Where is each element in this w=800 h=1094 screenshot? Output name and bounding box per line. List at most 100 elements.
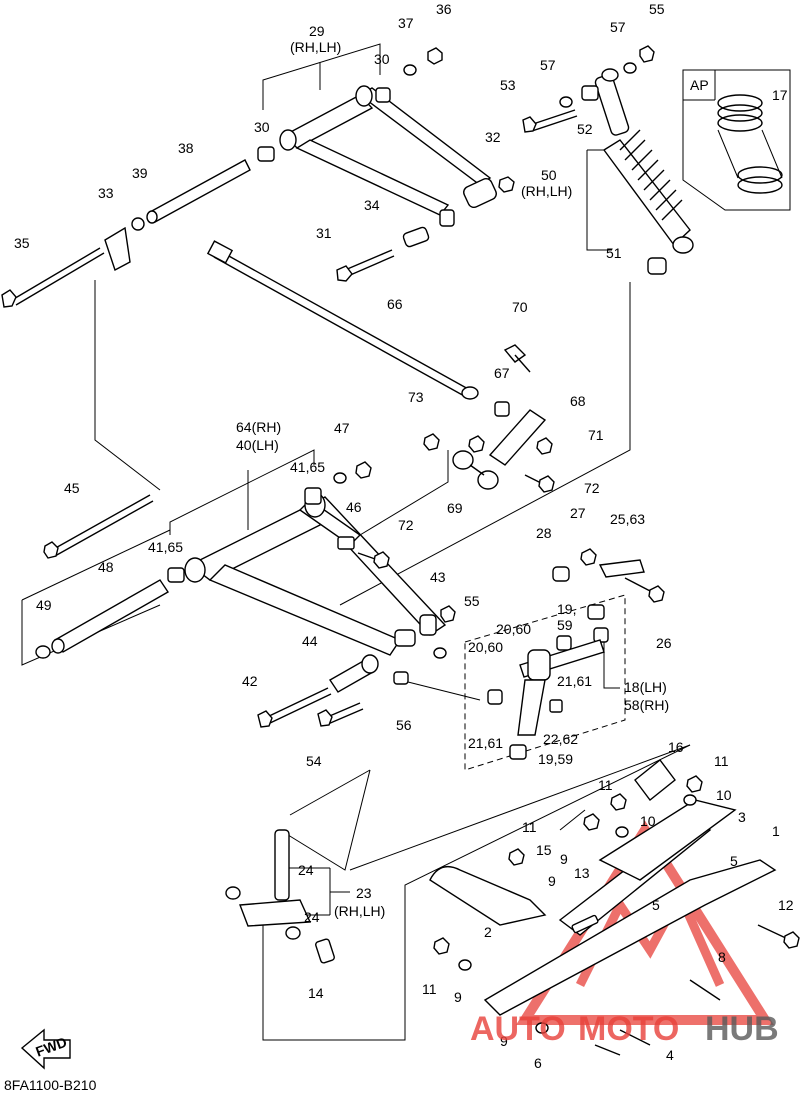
label-2: 2 — [484, 924, 492, 940]
label-49: 49 — [36, 597, 52, 613]
label-11c: 11 — [522, 819, 537, 835]
shock-absorber-50 — [522, 45, 694, 275]
lower-a-arm — [167, 461, 447, 656]
label-46: 46 — [346, 499, 362, 515]
watermark-moto: MOTO — [578, 1010, 679, 1048]
label-27: 27 — [570, 505, 586, 521]
label-64: 64(RH) — [236, 419, 281, 435]
label-67: 67 — [494, 365, 510, 381]
label-14: 14 — [308, 985, 324, 1001]
label-38: 38 — [178, 140, 194, 156]
label-2563: 25,63 — [610, 511, 645, 527]
label-24b: 24 — [304, 909, 320, 925]
shaft-38 — [131, 159, 251, 231]
fwd-arrow-icon — [20, 1028, 71, 1070]
spring-17 — [717, 94, 783, 194]
bolt-35 — [1, 226, 131, 308]
label-50: 50 — [541, 167, 557, 183]
label-69: 69 — [447, 500, 463, 516]
watermark-auto: AUTO — [470, 1010, 566, 1048]
guide-lines — [21, 43, 791, 1041]
label-34: 34 — [364, 197, 380, 213]
label-68: 68 — [570, 393, 586, 409]
label-56: 56 — [396, 717, 412, 733]
label-3: 3 — [738, 809, 746, 825]
label-2161b: 21,61 — [468, 735, 503, 751]
label-11a: 11 — [714, 753, 729, 769]
shaft-48 — [35, 579, 169, 659]
label-23: 23 — [356, 885, 372, 901]
label-18: 18(LH) — [624, 679, 667, 695]
label-2262: 22,62 — [543, 731, 578, 747]
label-10b: 10 — [640, 813, 656, 829]
label-29-sub: (RH,LH) — [290, 39, 341, 55]
label-72a: 72 — [584, 480, 600, 496]
label-50-sub: (RH,LH) — [521, 183, 572, 199]
label-ap: AP — [690, 77, 709, 93]
lower-bolts — [257, 605, 456, 728]
label-52: 52 — [577, 121, 593, 137]
label-58: 58(RH) — [624, 697, 669, 713]
label-70: 70 — [512, 299, 528, 315]
label-35: 35 — [14, 235, 30, 251]
label-9c: 9 — [454, 989, 462, 1005]
label-57b: 57 — [540, 57, 556, 73]
label-55a: 55 — [649, 1, 665, 17]
bolt-45 — [43, 494, 154, 559]
label-8: 8 — [718, 949, 726, 965]
diagram-code: 8FA1100-B210 — [4, 1077, 97, 1093]
label-47: 47 — [334, 420, 350, 436]
label-9a: 9 — [560, 851, 568, 867]
watermark-hub: HUB — [705, 1010, 779, 1048]
label-4165b: 41,65 — [148, 539, 183, 555]
label-66: 66 — [387, 296, 403, 312]
label-5b: 5 — [652, 897, 660, 913]
spindle-bushings — [487, 604, 609, 760]
label-39: 39 — [132, 165, 148, 181]
label-30b: 30 — [254, 119, 270, 135]
label-9d: 9 — [500, 1033, 508, 1049]
watermark-text: AUTO MOTO HUB — [470, 1010, 779, 1048]
label-13: 13 — [574, 865, 590, 881]
label-32: 32 — [485, 129, 501, 145]
label-9b: 9 — [548, 873, 556, 889]
label-4165a: 41,65 — [290, 459, 325, 475]
label-6: 6 — [534, 1055, 542, 1071]
label-5a: 5 — [730, 853, 738, 869]
label-10a: 10 — [716, 787, 732, 803]
label-48: 48 — [98, 559, 114, 575]
label-44: 44 — [302, 633, 318, 649]
label-73: 73 — [408, 389, 424, 405]
label-51: 51 — [606, 245, 622, 261]
label-4: 4 — [666, 1047, 674, 1063]
label-55b: 55 — [464, 593, 480, 609]
label-26: 26 — [656, 635, 672, 651]
label-71: 71 — [588, 427, 604, 443]
ski-assembly — [429, 759, 800, 1056]
label-33: 33 — [98, 185, 114, 201]
label-29: 29 — [309, 23, 325, 39]
label-24a: 24 — [298, 862, 314, 878]
label-57a: 57 — [610, 19, 626, 35]
label-23-sub: (RH,LH) — [334, 903, 385, 919]
label-11b: 11 — [598, 777, 613, 793]
label-1959: 19,59 — [538, 751, 573, 767]
spindle-23 — [225, 829, 335, 964]
bushings-30 — [257, 47, 443, 162]
label-43: 43 — [430, 569, 446, 585]
label-37: 37 — [398, 15, 414, 31]
label-36: 36 — [436, 1, 452, 17]
label-45: 45 — [64, 480, 80, 496]
label-28: 28 — [536, 525, 552, 541]
label-30a: 30 — [374, 51, 390, 67]
stabilizer-links — [357, 344, 555, 569]
bolt-31 — [336, 176, 515, 282]
label-31: 31 — [316, 225, 332, 241]
upper-a-arm — [279, 85, 497, 216]
label-42: 42 — [242, 673, 258, 689]
label-2060a: 20,60 — [496, 621, 531, 637]
label-17: 17 — [772, 87, 788, 103]
label-19: 19, — [557, 601, 576, 617]
label-2060b: 20,60 — [468, 639, 503, 655]
